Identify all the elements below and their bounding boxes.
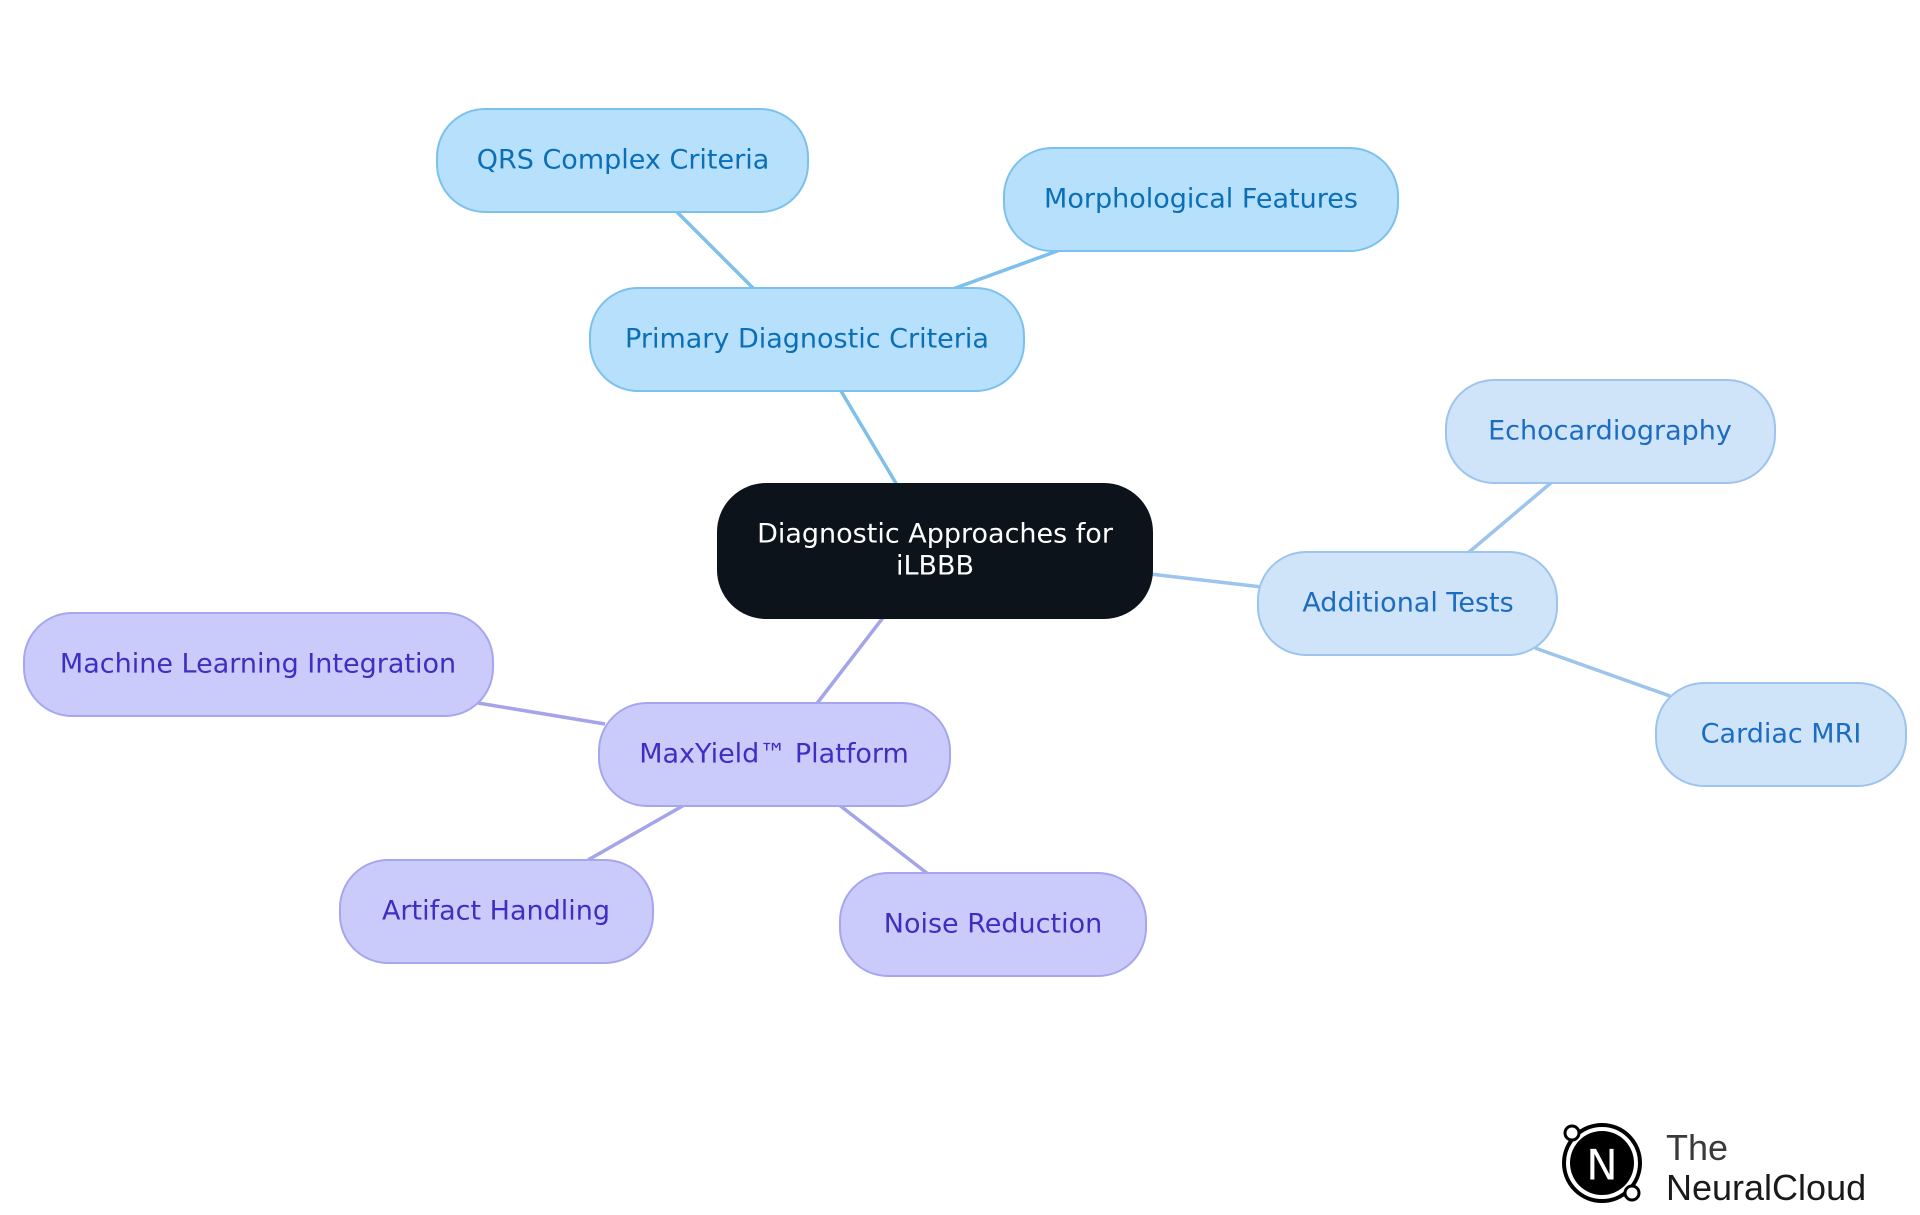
node-machine-learning-integration-box [23,612,494,717]
node-cardiac-mri-label: Cardiac MRI [1701,719,1862,750]
logo-node-dot-top [1563,1124,1581,1142]
connector-tests-to-mri [1534,646,1671,698]
node-maxyield-platform-box [598,702,951,807]
node-additional-tests[interactable]: Additional Tests [1257,551,1558,656]
node-noise-reduction-box [839,872,1147,977]
node-primary-diagnostic-criteria[interactable]: Primary Diagnostic Criteria [589,287,1025,392]
logo-node-dot-bottom [1623,1184,1641,1202]
connector-criteria-to-qrs [673,208,762,297]
node-primary-diagnostic-criteria-box [589,287,1025,392]
node-morphological-features-label: Morphological Features [1044,184,1358,215]
neuralcloud-logo: N The NeuralCloud [1562,1123,1866,1208]
node-noise-reduction[interactable]: Noise Reduction [839,872,1147,977]
logo-text-line-2: NeuralCloud [1666,1167,1866,1208]
node-artifact-handling-box [339,859,654,964]
node-morphological-features-box [1003,147,1399,252]
logo-text-line-1: The [1666,1127,1728,1168]
node-qrs-complex-criteria[interactable]: QRS Complex Criteria [436,108,809,213]
connector-root-to-tests [1149,572,1263,589]
connector-criteria-to-morphological [949,248,1061,292]
root-node-box [717,483,1153,619]
connector-root-to-platform [813,613,887,708]
node-artifact-handling[interactable]: Artifact Handling [339,859,654,964]
node-qrs-complex-criteria-box [436,108,809,213]
node-echocardiography-box [1445,379,1776,484]
node-additional-tests-box [1257,551,1558,656]
node-additional-tests-label: Additional Tests [1302,588,1513,619]
connector-platform-to-ml [477,701,606,726]
node-primary-diagnostic-criteria-label: Primary Diagnostic Criteria [625,324,989,355]
logo-mark: N [1586,1141,1617,1190]
connector-platform-to-artifact [587,802,687,862]
connector-tests-to-echo [1466,480,1554,555]
node-cardiac-mri-box [1655,682,1907,787]
root-node-label-line-2: iLBBB [896,551,974,582]
node-machine-learning-integration-label: Machine Learning Integration [60,649,456,680]
node-morphological-features[interactable]: Morphological Features [1003,147,1399,252]
node-maxyield-platform[interactable]: MaxYield™ Platform [598,702,951,807]
node-cardiac-mri[interactable]: Cardiac MRI [1655,682,1907,787]
node-maxyield-platform-label: MaxYield™ Platform [639,739,909,770]
logo-inner-disc [1570,1131,1634,1195]
connector-root-to-criteria [836,385,902,491]
node-echocardiography[interactable]: Echocardiography [1445,379,1776,484]
root-node-label-line-1: Diagnostic Approaches for [757,519,1114,550]
connector-platform-to-noise [836,802,930,876]
node-qrs-complex-criteria-label: QRS Complex Criteria [477,145,770,176]
node-artifact-handling-label: Artifact Handling [382,896,610,927]
connector-lines [477,208,1671,876]
root-node[interactable]: Diagnostic Approaches for iLBBB [717,483,1153,619]
node-machine-learning-integration[interactable]: Machine Learning Integration [23,612,494,717]
node-echocardiography-label: Echocardiography [1488,416,1732,447]
logo-ring-icon [1562,1123,1642,1203]
node-noise-reduction-label: Noise Reduction [884,909,1102,940]
